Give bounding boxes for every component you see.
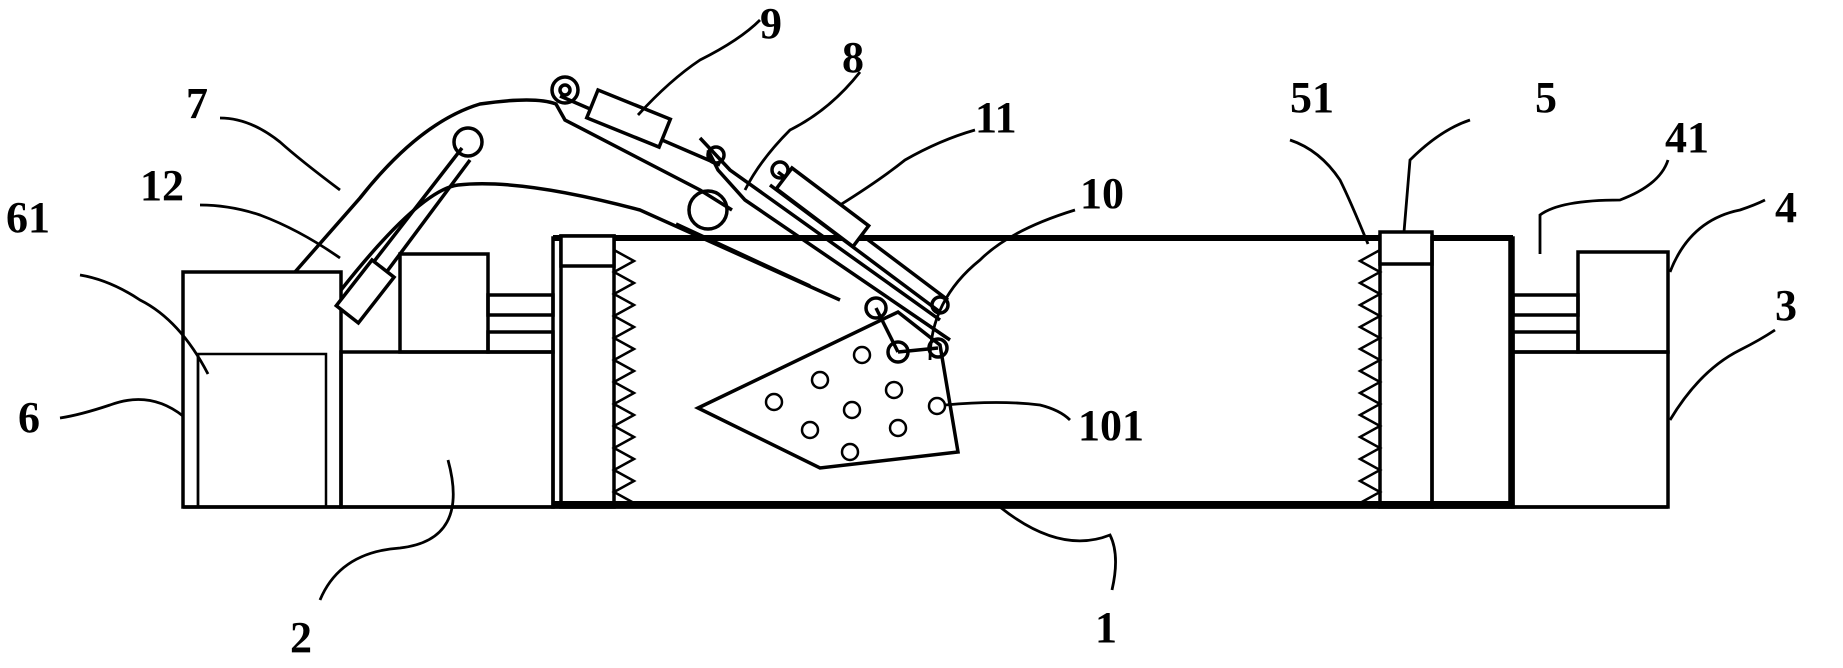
- stick-cylinder-9: [550, 75, 721, 167]
- label-6: 6: [18, 393, 40, 442]
- label-10: 10: [1080, 169, 1124, 218]
- label-61: 61: [6, 193, 50, 242]
- boom-7: [293, 98, 841, 302]
- label-9: 9: [760, 0, 782, 48]
- bucket-10: [693, 296, 961, 470]
- leader-lines: [59, 19, 1776, 601]
- label-4: 4: [1775, 183, 1797, 232]
- label-41: 41: [1665, 113, 1709, 162]
- right-frame-3: [1430, 236, 1670, 509]
- right-jaw-plate-5: [1357, 230, 1434, 509]
- bucket-cylinder-11: [768, 160, 950, 315]
- label-5: 5: [1535, 73, 1557, 122]
- label-3: 3: [1775, 281, 1797, 330]
- label-2: 2: [290, 613, 312, 662]
- label-7: 7: [186, 79, 208, 128]
- label-1: 1: [1095, 603, 1117, 652]
- left-cab-6: [181, 270, 343, 509]
- right-block-4: [1576, 250, 1670, 354]
- rods-41: [1511, 293, 1580, 354]
- left-jaw-plate: [559, 234, 637, 509]
- bucket-holes-101: [764, 345, 947, 462]
- label-12: 12: [140, 161, 184, 210]
- boom-cylinder-12: [333, 126, 484, 326]
- reference-numerals: 1 2 3 4 41 5 51 6 61 7 8 9 10 11 12 101: [6, 0, 1797, 662]
- label-101: 101: [1078, 401, 1144, 450]
- label-8: 8: [842, 33, 864, 82]
- label-11: 11: [975, 93, 1017, 142]
- label-51: 51: [1290, 73, 1334, 122]
